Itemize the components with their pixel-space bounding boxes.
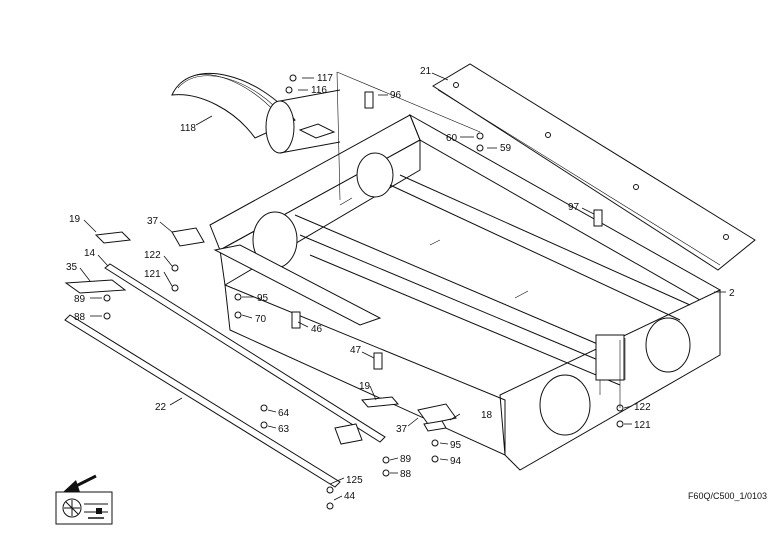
callout-label: 47 bbox=[350, 345, 362, 356]
arrow-down-left-icon bbox=[62, 474, 97, 493]
top-cover-part bbox=[432, 63, 756, 271]
callout-label: 116 bbox=[311, 85, 327, 96]
callout-label: 121 bbox=[144, 269, 161, 280]
callout-label: 2 bbox=[729, 288, 735, 299]
callout-label: 95 bbox=[450, 440, 462, 451]
callout-label: 95 bbox=[257, 293, 269, 304]
cylinder-part bbox=[265, 89, 341, 154]
callout-label: 94 bbox=[450, 456, 462, 467]
callout-label: 18 bbox=[481, 410, 493, 421]
callout-label: 70 bbox=[255, 314, 267, 325]
callout-label: 97 bbox=[568, 202, 580, 213]
callout-label: 19 bbox=[69, 214, 81, 225]
callout-label: 96 bbox=[390, 90, 402, 101]
callout-labels: 117 116 118 96 21 60 59 97 2 19 37 14 35… bbox=[66, 66, 735, 502]
combine-header-icon bbox=[55, 491, 113, 525]
callout-label: 60 bbox=[446, 133, 458, 144]
callout-label: 46 bbox=[311, 324, 323, 335]
main-frame-part bbox=[209, 113, 722, 471]
callout-label: 59 bbox=[500, 143, 512, 154]
callout-label: 118 bbox=[180, 123, 196, 134]
drawing-code: F60Q/C500_1/0103 bbox=[687, 491, 767, 501]
strip-parts bbox=[291, 91, 603, 370]
callout-label: 122 bbox=[634, 402, 651, 413]
callout-label: 37 bbox=[396, 424, 408, 435]
callout-label: 117 bbox=[317, 73, 333, 84]
callout-label: 89 bbox=[74, 294, 86, 305]
callout-label: 64 bbox=[278, 408, 290, 419]
callout-label: 37 bbox=[147, 216, 159, 227]
callout-label: 19 bbox=[359, 381, 371, 392]
callout-label: 125 bbox=[346, 475, 363, 486]
callout-label: 22 bbox=[155, 402, 167, 413]
bracket-parts bbox=[64, 227, 457, 445]
curved-shield-part bbox=[171, 73, 296, 139]
callout-label: 21 bbox=[420, 66, 432, 77]
callout-label: 14 bbox=[84, 248, 96, 259]
callout-label: 35 bbox=[66, 262, 78, 273]
callout-label: 122 bbox=[144, 250, 161, 261]
callout-label: 89 bbox=[400, 454, 412, 465]
leader-lines bbox=[79, 71, 726, 501]
rail-parts bbox=[64, 244, 386, 488]
callout-label: 88 bbox=[400, 469, 412, 480]
callout-label: 121 bbox=[634, 420, 651, 431]
callout-label: 88 bbox=[74, 312, 86, 323]
callout-label: 63 bbox=[278, 424, 290, 435]
callout-label: 44 bbox=[344, 491, 356, 502]
